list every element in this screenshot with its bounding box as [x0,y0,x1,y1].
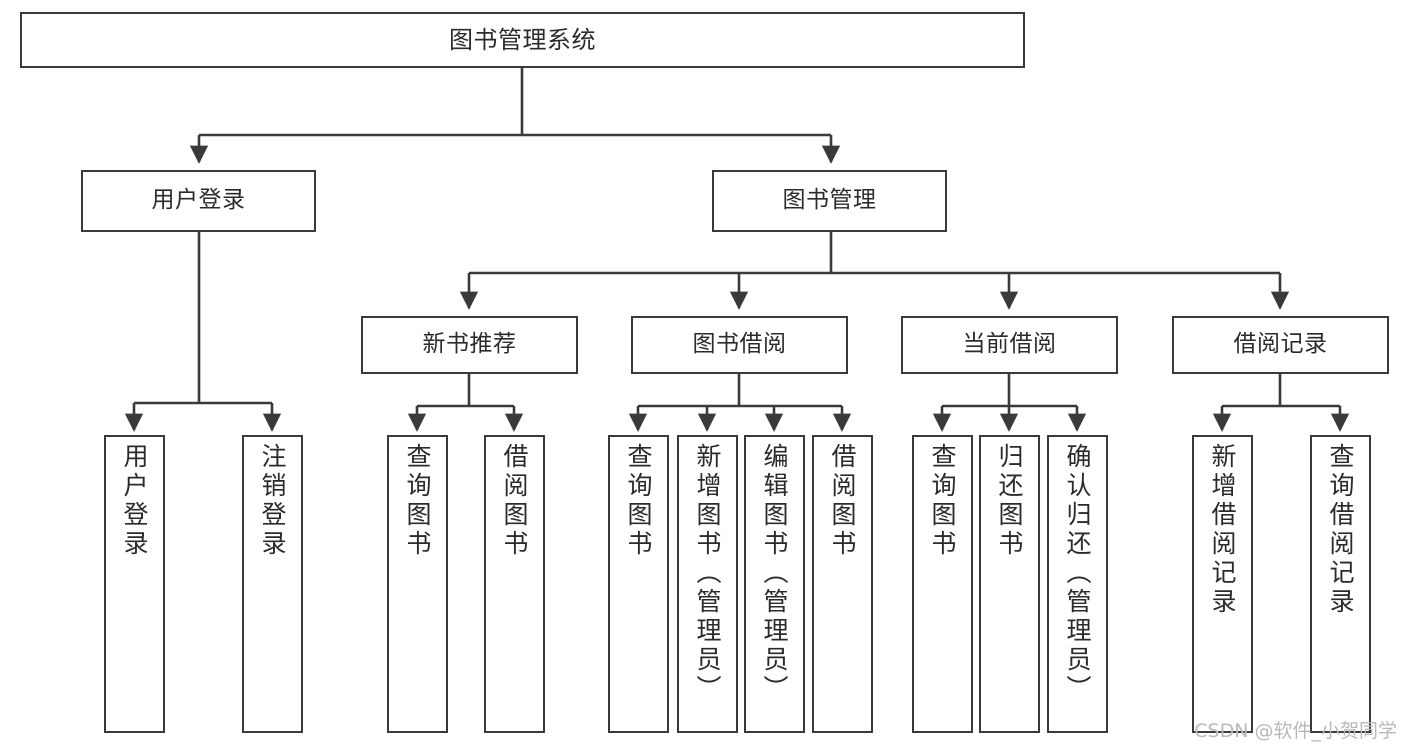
node-label: 查询借阅记录 [1326,443,1355,617]
leaf-new-book-borrow-book[interactable]: 借阅图书 [484,435,545,733]
leaf-record-query-borrow-record[interactable]: 查询借阅记录 [1310,435,1371,733]
leaf-current-query-book[interactable]: 查询图书 [912,435,973,733]
node-label: 注销登录 [258,443,287,559]
leaf-borrow-query-book[interactable]: 查询图书 [608,435,669,733]
node-label: 查询图书 [403,443,432,559]
node-new-book-recommend[interactable]: 新书推荐 [361,316,578,374]
node-label: 用户登录 [120,443,149,559]
node-label: 新增图书（管理员） [693,443,722,704]
node-book-management[interactable]: 图书管理 [712,170,947,232]
node-user-login[interactable]: 用户登录 [81,170,316,232]
node-borrow-record[interactable]: 借阅记录 [1172,316,1389,374]
leaf-new-book-query-book[interactable]: 查询图书 [387,435,448,733]
leaf-borrow-edit-book-admin[interactable]: 编辑图书（管理员） [744,435,805,733]
node-label: 查询图书 [928,443,957,559]
node-label: 借阅图书 [500,443,529,559]
leaf-borrow-borrow-book[interactable]: 借阅图书 [812,435,873,733]
leaf-borrow-add-book-admin[interactable]: 新增图书（管理员） [677,435,738,733]
node-label: 当前借阅 [962,331,1057,358]
csdn-watermark: CSDN @软件_小贺同学 [1194,720,1397,742]
node-label: 借阅记录 [1233,331,1328,358]
node-label: 新增借阅记录 [1208,443,1237,617]
leaf-current-confirm-return-admin[interactable]: 确认归还（管理员） [1047,435,1108,733]
node-label: 查询图书 [624,443,653,559]
node-book-borrow[interactable]: 图书借阅 [631,316,848,374]
node-label: 用户登录 [151,187,246,214]
node-root-system[interactable]: 图书管理系统 [20,12,1025,68]
leaf-user-login[interactable]: 用户登录 [104,435,165,733]
node-label: 图书管理系统 [449,25,596,54]
node-label: 图书管理 [782,187,877,214]
node-label: 新书推荐 [422,331,517,358]
node-label: 借阅图书 [828,443,857,559]
node-label: 编辑图书（管理员） [760,443,789,704]
node-current-borrow[interactable]: 当前借阅 [901,316,1118,374]
node-label: 归还图书 [995,443,1024,559]
node-label: 确认归还（管理员） [1063,443,1092,704]
leaf-logout-login[interactable]: 注销登录 [242,435,303,733]
leaf-current-return-book[interactable]: 归还图书 [979,435,1040,733]
node-label: 图书借阅 [692,331,787,358]
leaf-record-add-borrow-record[interactable]: 新增借阅记录 [1192,435,1253,733]
